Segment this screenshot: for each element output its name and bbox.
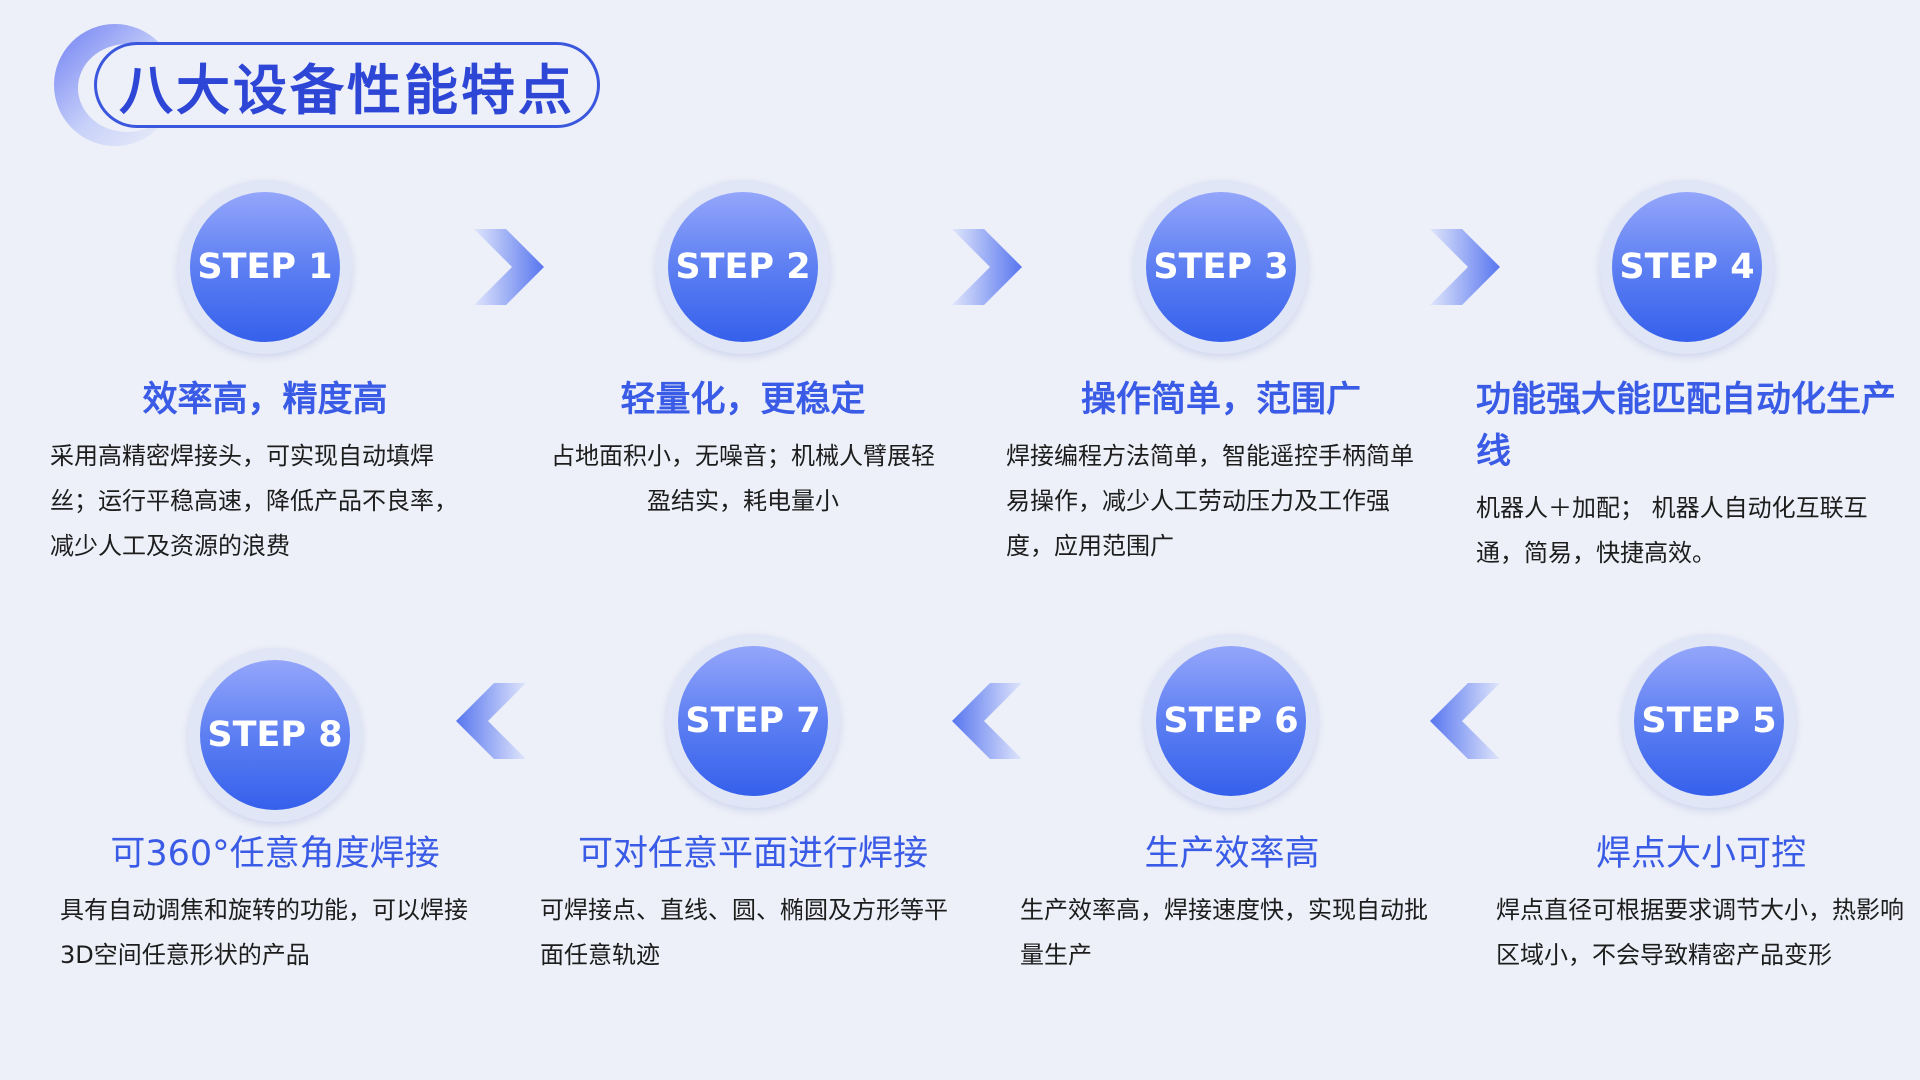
step-6-circle: STEP 6 <box>1144 634 1318 808</box>
step-1-feature: 效率高，精度高 采用高精密焊接头，可实现自动填焊丝；运行平稳高速，降低产品不良率… <box>50 374 480 569</box>
step-4-description: 机器人＋加配； 机器人自动化互联互通，简易，快捷高效。 <box>1476 494 1868 567</box>
step-2-label: STEP 2 <box>675 247 811 287</box>
step-8-heading: 可360°任意角度焊接 <box>110 834 440 874</box>
step-7-heading: 可对任意平面进行焊接 <box>577 834 928 874</box>
step-5-circle: STEP 5 <box>1622 634 1796 808</box>
page-title: 八大设备性能特点 <box>119 58 575 122</box>
chevron-left-icon <box>456 683 526 759</box>
step-7-label: STEP 7 <box>685 701 821 741</box>
title-badge: 八大设备性能特点 <box>94 42 600 128</box>
chevron-right-icon <box>952 229 1022 305</box>
step-7-description: 可焊接点、直线、圆、椭圆及方形等平面任意轨迹 <box>540 896 948 969</box>
step-8-description: 具有自动调焦和旋转的功能，可以焊接3D空间任意形状的产品 <box>60 896 468 969</box>
step-5-feature: 焊点大小可控 焊点直径可根据要求调节大小，热影响区域小，不会导致精密产品变形 <box>1496 828 1906 978</box>
step-3-heading: 操作简单，范围广 <box>1080 380 1361 420</box>
step-6-heading: 生产效率高 <box>1144 834 1320 874</box>
chevron-right-icon <box>474 229 544 305</box>
chevron-right-icon <box>1430 229 1500 305</box>
step-3-description: 焊接编程方法简单，智能遥控手柄简单易操作，减少人工劳动压力及工作强度，应用范围广 <box>1006 442 1414 560</box>
step-7-circle: STEP 7 <box>666 634 840 808</box>
step-8-feature: 可360°任意角度焊接 具有自动调焦和旋转的功能，可以焊接3D空间任意形状的产品 <box>60 828 490 978</box>
step-2-description: 占地面积小，无噪音；机械人臂展轻盈结实，耗电量小 <box>551 442 935 515</box>
step-4-label: STEP 4 <box>1619 247 1755 287</box>
step-8-circle: STEP 8 <box>188 648 362 822</box>
step-1-heading: 效率高，精度高 <box>142 380 388 420</box>
step-3-circle: STEP 3 <box>1134 180 1308 354</box>
step-2-circle: STEP 2 <box>656 180 830 354</box>
step-4-feature: 功能强大能匹配自动化生产线 机器人＋加配； 机器人自动化互联互通，简易，快捷高效… <box>1476 374 1896 576</box>
step-8-label: STEP 8 <box>207 715 343 755</box>
step-7-feature: 可对任意平面进行焊接 可焊接点、直线、圆、椭圆及方形等平面任意轨迹 <box>540 828 966 978</box>
step-6-feature: 生产效率高 生产效率高，焊接速度快，实现自动批量生产 <box>1020 828 1444 978</box>
step-1-description: 采用高精密焊接头，可实现自动填焊丝；运行平稳高速，降低产品不良率，减少人工及资源… <box>50 442 458 560</box>
step-6-label: STEP 6 <box>1163 701 1299 741</box>
step-4-heading: 功能强大能匹配自动化生产线 <box>1476 380 1897 472</box>
step-3-feature: 操作简单，范围广 焊接编程方法简单，智能遥控手柄简单易操作，减少人工劳动压力及工… <box>1006 374 1436 569</box>
step-4-circle: STEP 4 <box>1600 180 1774 354</box>
step-1-circle: STEP 1 <box>178 180 352 354</box>
step-2-heading: 轻量化，更稳定 <box>620 380 866 420</box>
step-5-heading: 焊点大小可控 <box>1595 834 1806 874</box>
step-5-label: STEP 5 <box>1641 701 1777 741</box>
chevron-left-icon <box>1430 683 1500 759</box>
chevron-left-icon <box>952 683 1022 759</box>
step-5-description: 焊点直径可根据要求调节大小，热影响区域小，不会导致精密产品变形 <box>1496 896 1904 969</box>
step-2-feature: 轻量化，更稳定 占地面积小，无噪音；机械人臂展轻盈结实，耗电量小 <box>540 374 946 524</box>
step-6-description: 生产效率高，焊接速度快，实现自动批量生产 <box>1020 896 1428 969</box>
step-3-label: STEP 3 <box>1153 247 1289 287</box>
step-1-label: STEP 1 <box>197 247 333 287</box>
